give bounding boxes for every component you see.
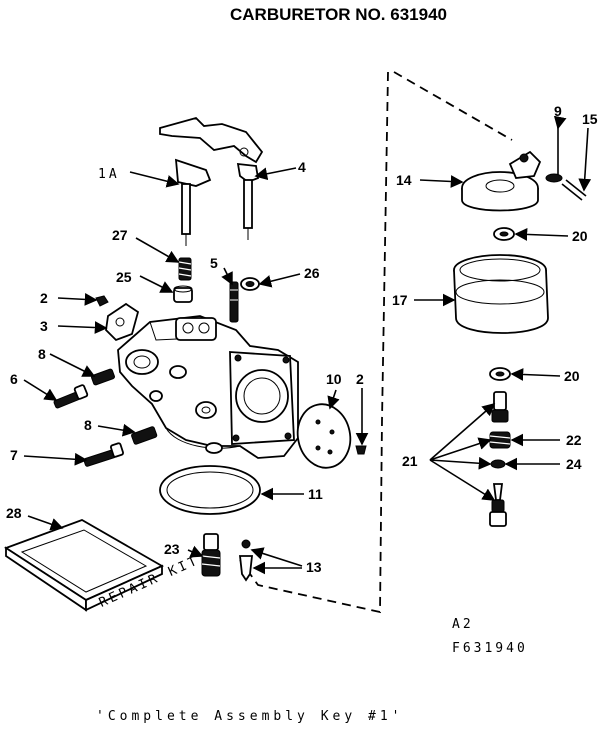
- label-5: 5: [210, 255, 218, 271]
- screw-2-left: [95, 295, 109, 307]
- repair-kit-box-28: REPAIR KIT: [4, 519, 202, 612]
- label-2-left: 2: [40, 290, 48, 306]
- label-21: 21: [402, 453, 418, 469]
- label-28: 28: [6, 505, 22, 521]
- label-20-lower: 20: [564, 368, 580, 384]
- bowl-17: [453, 254, 549, 334]
- pin-9: [545, 124, 563, 183]
- choke-shaft-1a: [174, 158, 212, 246]
- label-9: 9: [554, 103, 562, 119]
- jet-23: [201, 533, 221, 577]
- assembly-outline: [239, 71, 513, 614]
- gasket-3: [105, 302, 140, 342]
- label-4: 4: [298, 159, 306, 175]
- label-23: 23: [164, 541, 180, 557]
- screw-6: [53, 384, 89, 409]
- label-7: 7: [10, 447, 18, 463]
- spring-22: [489, 431, 511, 449]
- washer-20-lower: [489, 367, 511, 381]
- spring-27: [178, 257, 192, 281]
- needle-13: [238, 539, 254, 582]
- washer-20-upper: [493, 227, 515, 241]
- label-2-right: 2: [356, 371, 364, 387]
- screw-21-lower: [489, 483, 507, 527]
- label-8-upper: 8: [38, 346, 46, 362]
- label-15: 15: [582, 111, 598, 127]
- o-ring-11: [159, 465, 261, 515]
- label-10: 10: [326, 371, 342, 387]
- throttle-lever: [159, 116, 264, 164]
- carburetor-body: [117, 315, 299, 459]
- label-3: 3: [40, 318, 48, 334]
- footer-caption: 'Complete Assembly Key #1': [96, 709, 404, 724]
- screw-7: [83, 442, 124, 467]
- label-26: 26: [304, 265, 320, 281]
- label-24: 24: [566, 456, 582, 472]
- part-labels: 1A 4 27 25 5 26 2 3 8 6 8 7 10 2 11 28 2…: [6, 103, 598, 575]
- label-20-upper: 20: [572, 228, 588, 244]
- pin-15: [561, 179, 587, 201]
- label-8-lower: 8: [84, 417, 92, 433]
- washer-24: [490, 459, 506, 469]
- label-11: 11: [308, 486, 323, 502]
- throttle-shaft-4: [236, 162, 260, 240]
- label-1a: 1A: [98, 167, 120, 182]
- leader-lines: [23, 115, 592, 575]
- screw-5: [229, 281, 239, 323]
- label-13: 13: [306, 559, 322, 575]
- label-17: 17: [392, 292, 408, 308]
- label-6: 6: [10, 371, 18, 387]
- bolt-21-upper: [491, 391, 509, 423]
- seal-25: [173, 285, 193, 303]
- spring-8-lower: [131, 426, 158, 445]
- spring-8-upper: [91, 368, 115, 386]
- diaphragm-10: [296, 403, 352, 469]
- label-25: 25: [116, 269, 132, 285]
- screw-2-right: [355, 445, 367, 455]
- label-27: 27: [112, 227, 128, 243]
- label-14: 14: [396, 172, 412, 188]
- washer-26: [240, 277, 260, 291]
- drawing-code-f631940: F631940: [452, 641, 528, 656]
- float-14: [461, 150, 542, 212]
- diagram-title: CARBURETOR NO. 631940: [230, 5, 447, 24]
- drawing-code-a2: A2: [452, 617, 474, 632]
- label-22: 22: [566, 432, 582, 448]
